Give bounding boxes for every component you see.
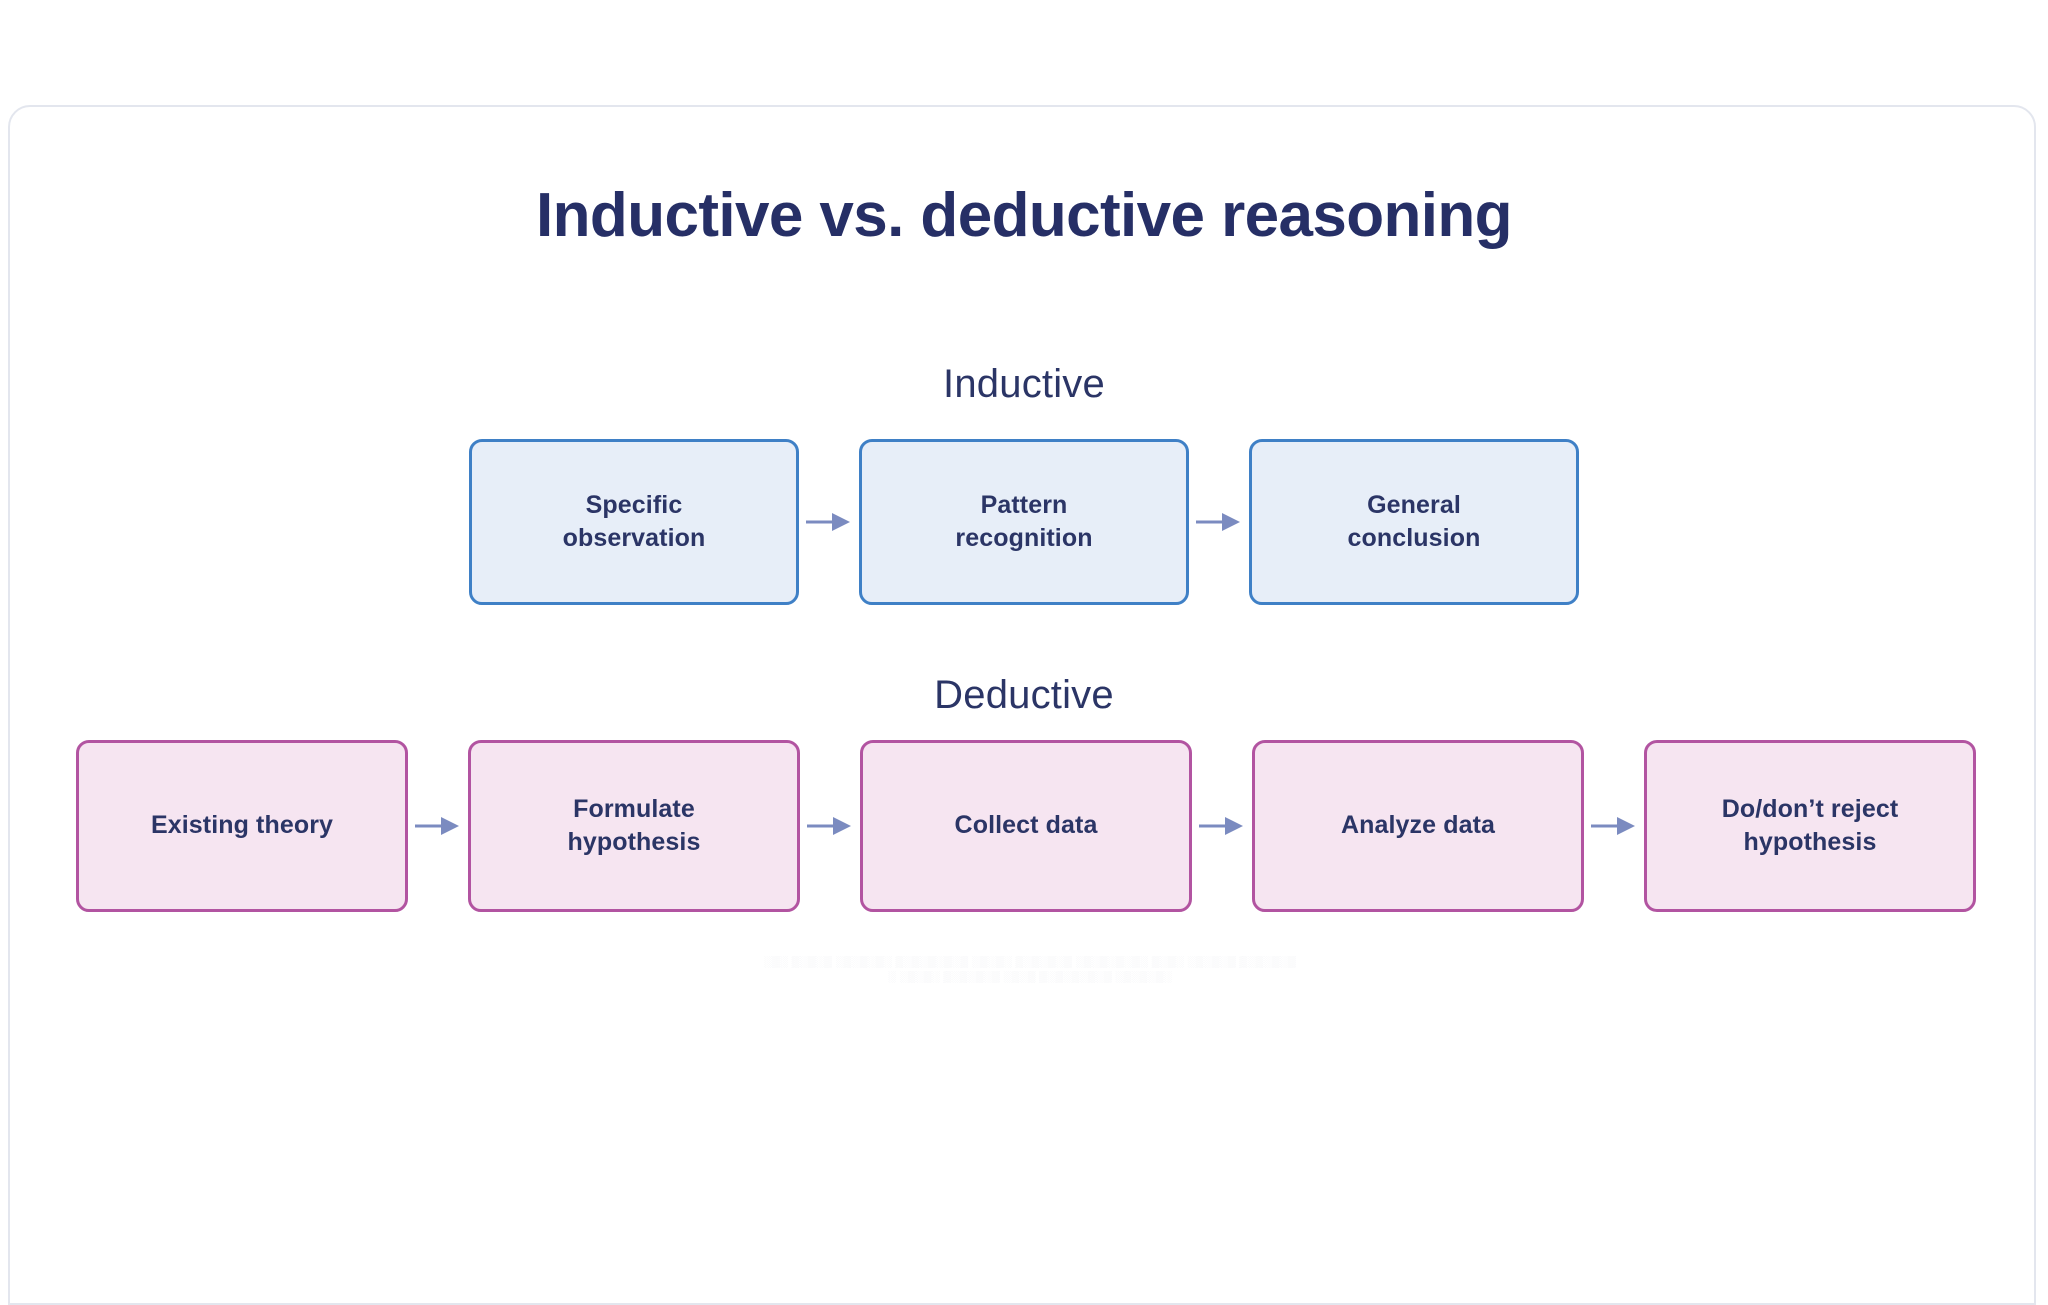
arrow-right-icon [1192,811,1252,841]
flow-box-analyze-data[interactable]: Analyze data [1252,740,1584,912]
arrow-right-icon [408,811,468,841]
flow-row-inductive: Specific observation Pattern recognition… [469,439,1579,605]
content-card [8,105,2036,1305]
flow-box-label: General conclusion [1347,490,1481,553]
arrow-right-icon [799,507,859,537]
flow-box-collect-data[interactable]: Collect data [860,740,1192,912]
flow-box-label: Do/don’t reject hypothesis [1721,794,1899,857]
flow-box-specific-observation[interactable]: Specific observation [469,439,799,605]
flow-box-do-dont-reject-hypothesis[interactable]: Do/don’t reject hypothesis [1644,740,1976,912]
flow-box-label: Existing theory [150,811,334,840]
flow-box-label: Pattern recognition [955,490,1093,553]
flow-box-label: Analyze data [1340,811,1496,840]
arrow-right-icon [800,811,860,841]
flow-box-pattern-recognition[interactable]: Pattern recognition [859,439,1189,605]
section-heading-deductive: Deductive [934,673,1114,717]
flow-row-deductive: Existing theory Formulate hypothesis Col… [76,740,1976,912]
flow-box-label: Collect data [954,811,1098,840]
flow-box-existing-theory[interactable]: Existing theory [76,740,408,912]
flow-box-label: Specific observation [562,490,706,553]
section-heading-inductive: Inductive [943,362,1105,406]
flow-box-general-conclusion[interactable]: General conclusion [1249,439,1579,605]
flow-box-formulate-hypothesis[interactable]: Formulate hypothesis [468,740,800,912]
faint-watermark-artifact: ░▒░ ▒░▒░▒ ░▒░▒░▒░ ▒░▒░▒░▒░▒ ░▒░▒░ ▒░▒░▒░… [764,956,1296,983]
arrow-right-icon [1189,507,1249,537]
arrow-right-icon [1584,811,1644,841]
flow-box-label: Formulate hypothesis [567,794,701,857]
page-title: Inductive vs. deductive reasoning [536,181,1513,250]
